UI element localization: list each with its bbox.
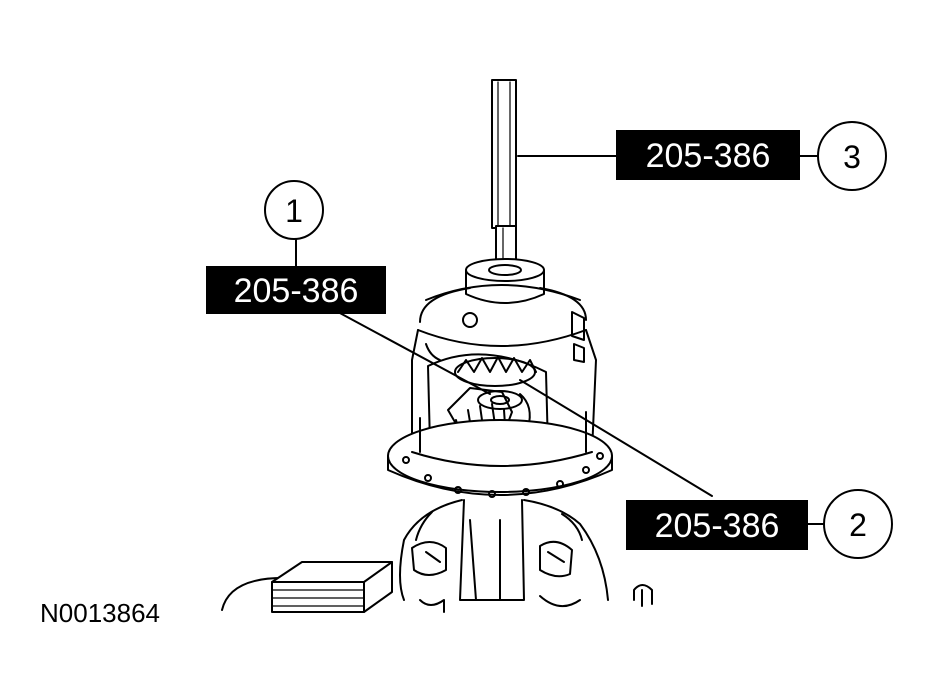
holding-fixture bbox=[221, 499, 653, 613]
callout-1-bubble bbox=[264, 180, 324, 240]
callout-2-bubble bbox=[823, 489, 893, 559]
callout-3-bubble bbox=[817, 121, 887, 191]
callout-3-number: 3 bbox=[843, 139, 861, 175]
callout-1-label-box bbox=[206, 266, 386, 314]
tool-shaft bbox=[491, 79, 517, 269]
callout-1: 1 205-386 bbox=[206, 180, 386, 314]
differential-case bbox=[387, 284, 613, 498]
callout-1-label: 205-386 bbox=[234, 272, 359, 310]
support-block bbox=[271, 561, 393, 613]
callout-2: 205-386 2 bbox=[626, 489, 893, 559]
callout-3-label: 205-386 bbox=[646, 137, 771, 175]
callout-2-number: 2 bbox=[849, 507, 867, 543]
figure-id: N0013864 bbox=[40, 598, 160, 628]
callout-1-number: 1 bbox=[285, 193, 303, 229]
callout-3-label-box bbox=[616, 130, 800, 180]
leader-1 bbox=[337, 311, 491, 395]
callout-2-label: 205-386 bbox=[655, 507, 780, 545]
callout-2-label-box bbox=[626, 500, 808, 550]
leader-lines bbox=[295, 155, 825, 525]
leader-2 bbox=[519, 379, 713, 497]
callout-3: 205-386 3 bbox=[616, 121, 887, 191]
adapter-collar bbox=[465, 258, 545, 304]
